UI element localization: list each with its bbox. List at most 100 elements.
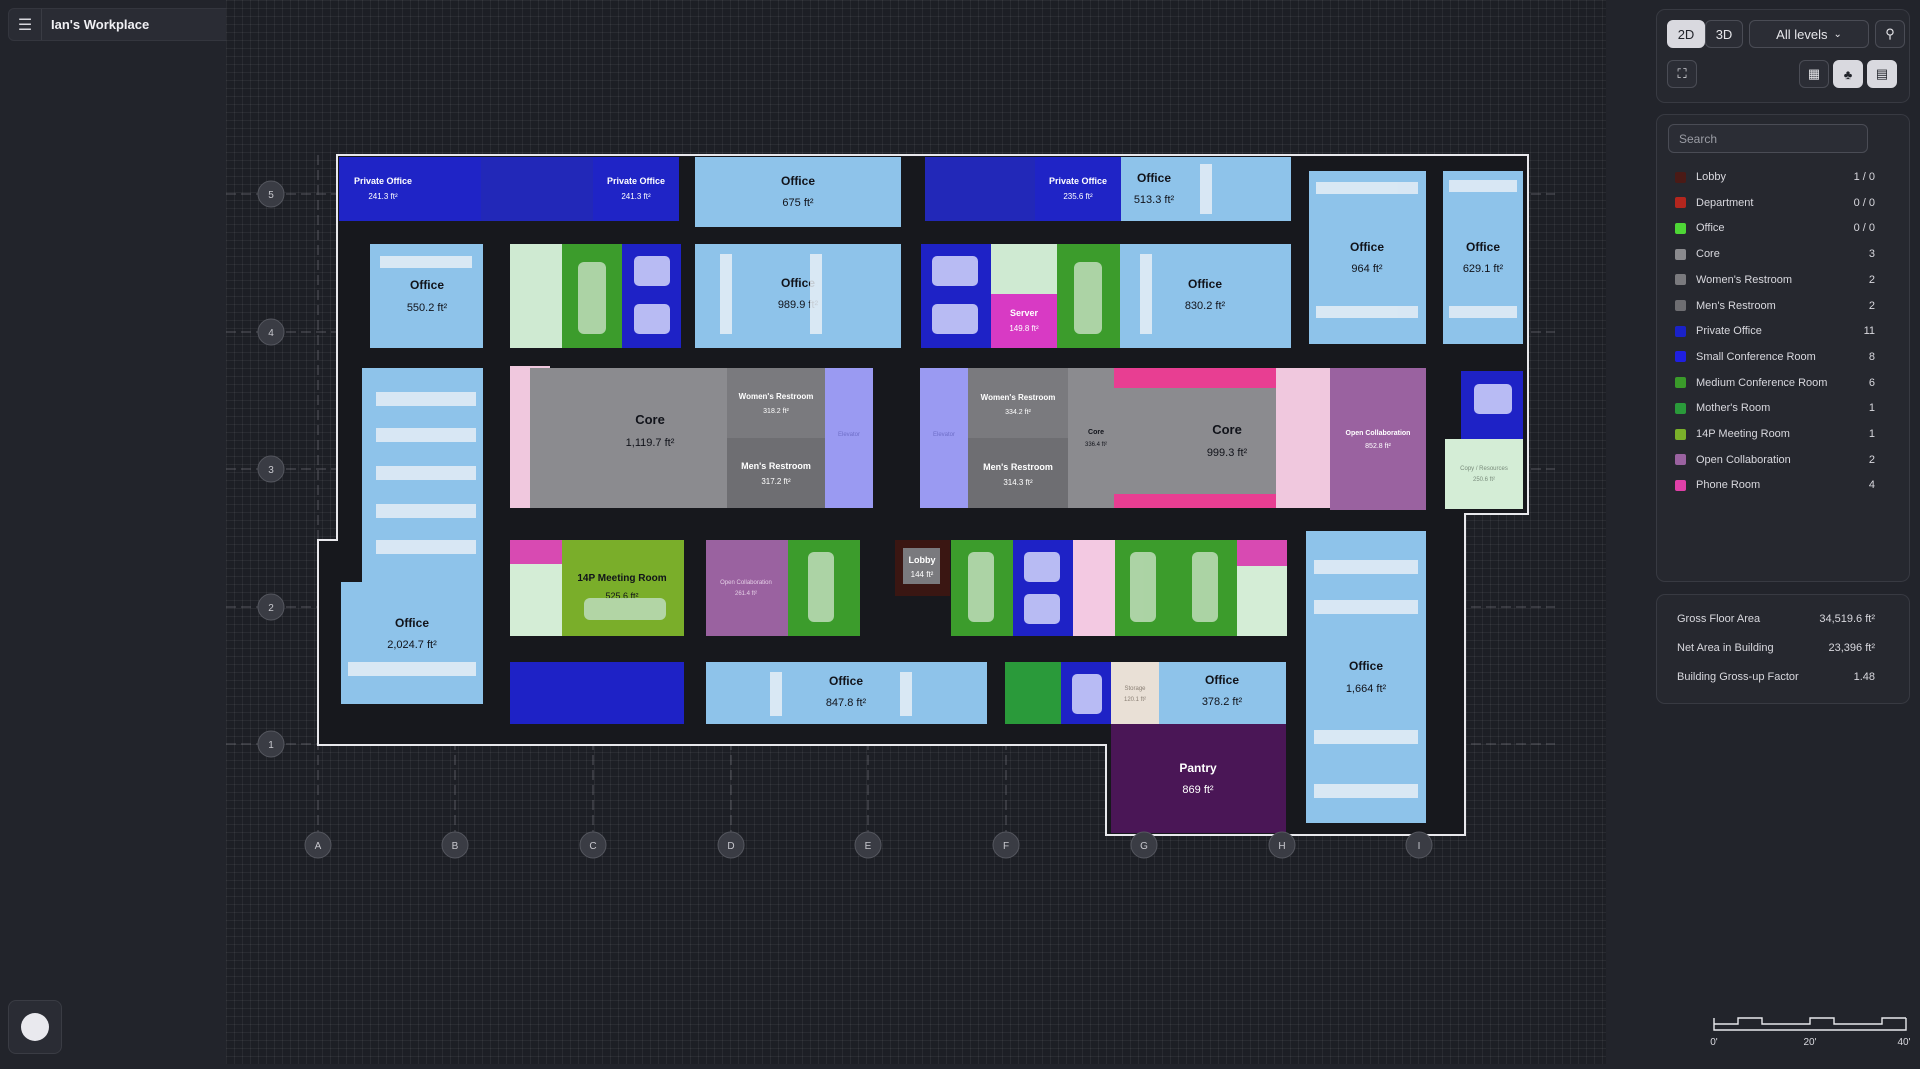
floor-plan-canvas[interactable]: Private Office 241.3 ft² Private Office … — [226, 0, 1606, 1064]
legend-label: Department — [1696, 196, 1754, 209]
room-label: Core — [635, 412, 665, 427]
grid-marker-label: 3 — [268, 465, 274, 476]
room-core-2[interactable]: Core 336.4 ft² — [1068, 368, 1114, 508]
scale-label-0: 0' — [1710, 1037, 1718, 1048]
room-elevator-2[interactable]: Elevator — [920, 368, 968, 508]
room-core-3[interactable]: Core 999.3 ft² — [1114, 368, 1276, 508]
room-label: Office — [1205, 673, 1239, 687]
view-3d-button[interactable]: 3D — [1705, 20, 1743, 48]
tree-icon[interactable]: ♣ — [1833, 60, 1863, 88]
room-mens-restroom-1[interactable]: Men's Restroom 317.2 ft² — [727, 438, 825, 508]
room-open-collaboration-2[interactable]: Open Collaboration 261.4 ft² — [706, 540, 788, 636]
room-mothers-room[interactable] — [991, 244, 1057, 294]
room-label: Core — [1212, 422, 1242, 437]
grid-marker-label: C — [589, 841, 596, 852]
room-private-office-3[interactable]: Private Office 235.6 ft² — [1035, 157, 1121, 221]
room-phone-room[interactable] — [1114, 368, 1276, 388]
grid-row-marker: 3 — [257, 455, 285, 483]
fit-to-screen-icon[interactable]: ⛶ — [1667, 60, 1697, 88]
room-phone-room[interactable] — [1073, 540, 1115, 636]
table-icon[interactable]: ▤ — [1867, 60, 1897, 88]
room-office-1664[interactable]: Office 1,664 ft² — [1306, 531, 1426, 823]
legend-count: 1 — [1868, 402, 1875, 415]
room-phone-room[interactable] — [1114, 494, 1276, 508]
room-office-964[interactable]: Office 964 ft² — [1309, 171, 1426, 344]
legend-swatch — [1675, 222, 1686, 234]
legend-label: Women's Restroom — [1696, 273, 1793, 286]
room-private-office-2[interactable]: Private Office 241.3 ft² — [593, 157, 679, 221]
room-area: 144 ft² — [911, 570, 934, 579]
room-womens-restroom-2[interactable]: Women's Restroom 334.2 ft² — [968, 368, 1068, 438]
room-phone-room[interactable] — [1237, 540, 1287, 566]
hamburger-menu-icon[interactable]: ☰ — [9, 9, 42, 40]
room-office-847[interactable]: Office 847.8 ft² — [706, 662, 987, 724]
search-input[interactable] — [1668, 124, 1868, 153]
legend-count: 0 / 0 — [1853, 222, 1875, 235]
room-label: 14P Meeting Room — [577, 573, 666, 584]
room-office-675[interactable]: Office 675 ft² — [695, 157, 901, 227]
legend-swatch — [1675, 325, 1686, 337]
room-phone-rooms[interactable] — [1276, 368, 1330, 508]
room-mothers-room[interactable] — [510, 244, 562, 348]
levels-dropdown[interactable]: All levels ⌄ — [1749, 20, 1869, 48]
grid-column-marker: D — [717, 831, 745, 859]
room-open-collaboration-1[interactable]: Open Collaboration 852.8 ft² — [1330, 368, 1426, 510]
room-lobby[interactable]: Lobby 144 ft² — [895, 540, 950, 596]
room-area: 1,119.7 ft² — [626, 437, 675, 449]
legend-label: Lobby — [1696, 171, 1726, 183]
room-private-office-1[interactable]: Private Office 241.3 ft² — [339, 157, 481, 221]
user-avatar[interactable] — [8, 1000, 62, 1054]
room-private-office-block[interactable] — [510, 662, 684, 724]
room-private-office-block[interactable] — [925, 157, 1035, 221]
area-stats-panel: Gross Floor Area 34,519.6 ft² Net Area i… — [1656, 594, 1910, 704]
grid-column-marker: A — [304, 831, 332, 859]
room-office-378[interactable]: Office 378.2 ft² — [1159, 662, 1286, 724]
person-icon[interactable]: ⚲ — [1875, 20, 1905, 48]
room-label: Women's Restroom — [981, 393, 1056, 402]
room-server[interactable]: Server 149.8 ft² — [991, 294, 1057, 348]
room-label: Office — [395, 616, 429, 630]
room-office-629[interactable]: Office 629.1 ft² — [1443, 171, 1523, 344]
room-14p-meeting[interactable]: 14P Meeting Room 525.6 ft² — [562, 540, 684, 636]
room-storage[interactable]: Storage 120.1 ft² — [1111, 662, 1159, 724]
room-core-1[interactable]: Core 1,119.7 ft² — [530, 368, 727, 508]
workplace-title: Ian's Workplace — [51, 17, 150, 32]
grid-column-marker: G — [1130, 831, 1158, 859]
room-label: Men's Restroom — [983, 462, 1053, 472]
room-office-2024[interactable]: Office 2,024.7 ft² — [341, 582, 483, 704]
room-mothers-room-2[interactable] — [1005, 662, 1061, 724]
legend-count: 2 — [1868, 453, 1875, 466]
stat-gross-floor-area: Gross Floor Area 34,519.6 ft² — [1677, 613, 1875, 625]
room-womens-restroom-1[interactable]: Women's Restroom 318.2 ft² — [727, 368, 825, 438]
room-pantry[interactable]: Pantry 869 ft² — [1111, 724, 1286, 833]
view-2d-button[interactable]: 2D — [1667, 20, 1705, 48]
workplace-header[interactable]: ☰ Ian's Workplace — [8, 8, 266, 41]
legend-swatch — [1675, 171, 1686, 183]
room-phone-room[interactable] — [510, 540, 562, 564]
room-mens-restroom-2[interactable]: Men's Restroom 314.3 ft² — [968, 438, 1068, 508]
room-elevator-1[interactable]: Elevator — [825, 368, 873, 508]
legend-label: Men's Restroom — [1696, 299, 1776, 312]
room-copy-resources[interactable]: Copy / Resources 250.6 ft² — [1445, 439, 1523, 509]
room-private-office-block[interactable] — [481, 157, 593, 221]
grid-marker-label: G — [1140, 841, 1148, 852]
scale-bar: 0' 20' 40' — [1710, 1017, 1910, 1048]
room-label: Office — [410, 278, 444, 292]
room-label: Open Collaboration — [720, 580, 772, 586]
floor-plan[interactable]: Private Office 241.3 ft² Private Office … — [226, 0, 1606, 1064]
grid-view-icon[interactable]: ▦ — [1799, 60, 1829, 88]
